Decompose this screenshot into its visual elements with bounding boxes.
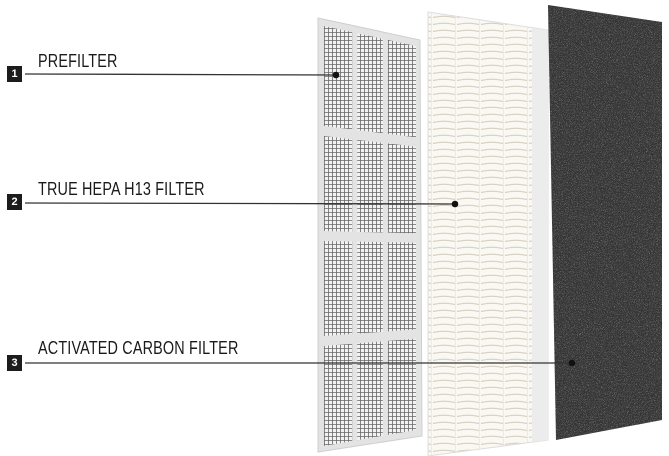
- prefilter-mesh-cell: [324, 136, 353, 232]
- prefilter-mesh-cell: [357, 241, 383, 334]
- prefilter-mesh-cell: [387, 338, 416, 435]
- prefilter-mesh-cell: [357, 33, 383, 134]
- prefilter-mesh-cell: [387, 242, 416, 332]
- callout-number-2: 2: [7, 194, 22, 210]
- leader-line-1: [24, 71, 340, 79]
- callout-number-3: 3: [7, 355, 22, 371]
- leader-line-2: [24, 200, 459, 208]
- prefilter-mesh-cell: [324, 343, 353, 446]
- callout-number-1: 1: [7, 66, 22, 82]
- prefilter-mesh-cell: [387, 143, 416, 234]
- callout-label-prefilter: PREFILTER: [38, 51, 118, 71]
- prefilter-panel: [317, 17, 423, 453]
- carbon-filter-panel: [548, 5, 662, 440]
- callout-label-hepa: TRUE HEPA H13 FILTER: [38, 179, 205, 199]
- prefilter-mesh-cell: [324, 241, 353, 336]
- prefilter-mesh-cell: [324, 26, 353, 130]
- callout-label-carbon: ACTIVATED CARBON FILTER: [38, 338, 239, 358]
- hepa-filter-panel: [427, 11, 549, 456]
- leader-line-3: [25, 359, 576, 367]
- prefilter-mesh-cell: [387, 39, 416, 138]
- prefilter-mesh-cell: [357, 139, 383, 233]
- prefilter-mesh-cell: [357, 341, 383, 441]
